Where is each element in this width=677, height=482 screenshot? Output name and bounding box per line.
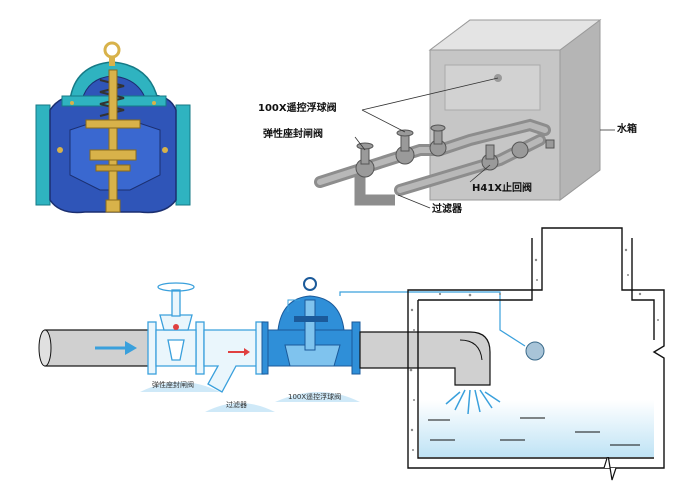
- label-tank: 水箱: [617, 124, 637, 135]
- schematic-label-float-valve: 100X遥控浮球阀: [288, 393, 342, 401]
- schematic-diagram: [38, 227, 665, 481]
- label-gate-valve: 弹性座封闸阀: [263, 129, 323, 140]
- label-check-valve: H41X止回阀: [472, 183, 532, 194]
- valve-cutaway: [35, 41, 191, 214]
- label-filter: 过滤器: [432, 204, 462, 215]
- concrete-texture: [409, 248, 659, 451]
- isometric-installation: [314, 19, 615, 209]
- label-float-valve: 100X遥控浮球阀: [258, 103, 337, 114]
- schematic-label-filter: 过滤器: [226, 401, 247, 409]
- schematic-label-gate-valve: 弹性座封闸阀: [152, 381, 194, 389]
